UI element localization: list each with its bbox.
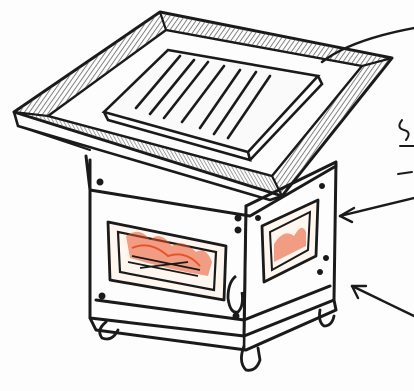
stove-sketch: [0, 0, 414, 391]
